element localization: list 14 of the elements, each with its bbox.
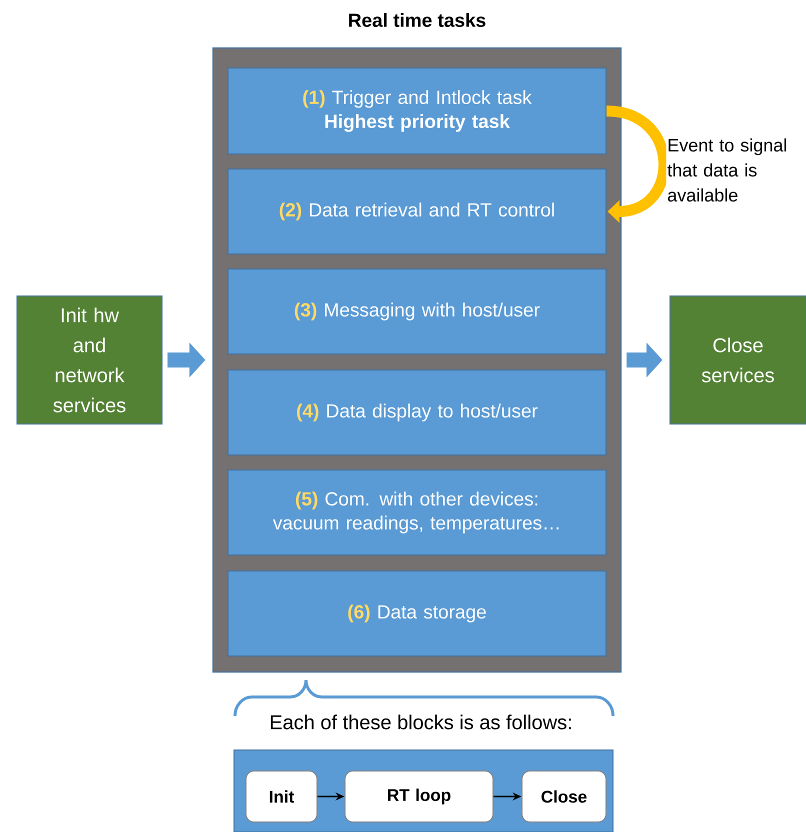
task-box: (6) Data storage	[228, 570, 606, 656]
task-box: (5) Com. with other devices: vacuum readings, temperatures…	[228, 470, 606, 556]
edge-label: Event to signal that data is available	[666, 137, 806, 203]
step-box: Close	[522, 770, 606, 822]
process-box: Close services	[670, 296, 806, 424]
node-label: Real time tasks	[349, 13, 486, 27]
task-box: (3) Messaging with host/user	[228, 268, 606, 354]
note-text: Each of these blocks is as follows:	[267, 712, 575, 732]
task-box: (2) Data retrieval and RT control	[228, 168, 606, 254]
task-box: (4) Data display to host/user	[228, 370, 606, 456]
task-box: (1) Trigger and Intlock task Highest priority task	[228, 68, 606, 154]
process-box: Init hw and network services	[16, 296, 162, 424]
step-box: RT loop	[344, 770, 494, 822]
step-box: Init	[246, 770, 318, 822]
